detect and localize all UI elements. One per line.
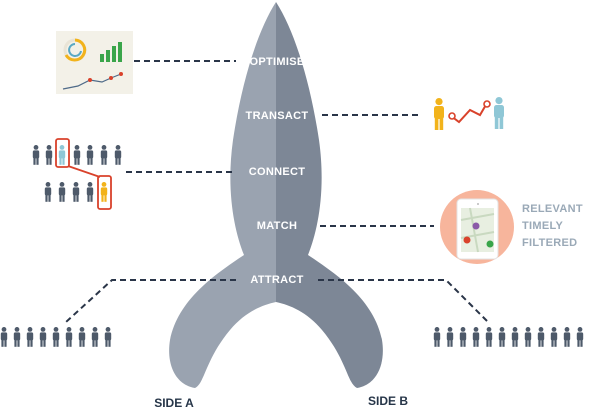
highlight-box-top xyxy=(55,138,70,168)
stage-label-connect: CONNECT xyxy=(249,166,306,178)
rocket xyxy=(169,2,383,388)
map-pin-purple-icon xyxy=(472,222,480,230)
bar-chart-icon xyxy=(100,42,122,62)
phone-map-icon xyxy=(440,190,514,264)
stage-label-match: MATCH xyxy=(257,220,297,232)
rocket-right-half xyxy=(276,2,383,388)
analytics-card xyxy=(56,31,133,94)
map-pin-green-icon xyxy=(486,240,494,248)
connectors xyxy=(65,60,489,323)
transact-group xyxy=(434,97,504,130)
side-a-crowd xyxy=(0,327,112,347)
side-b-crowd xyxy=(433,327,584,347)
stage-label-transact: TRANSACT xyxy=(246,110,309,122)
side-b-label: SIDE B xyxy=(368,394,408,408)
tag-timely: TIMELY xyxy=(522,220,563,232)
person-yellow-icon xyxy=(434,98,444,130)
map-pin-red-icon xyxy=(463,236,471,244)
highlight-box-bottom xyxy=(97,175,112,210)
transaction-link-icon xyxy=(450,102,488,124)
match-link-line xyxy=(67,165,101,178)
rocket-left-half xyxy=(169,2,276,388)
tag-filtered: FILTERED xyxy=(522,237,577,249)
person-blue-icon xyxy=(494,97,504,129)
stage-label-attract: ATTRACT xyxy=(250,274,303,286)
stage-label-optimise: OPTIMISE xyxy=(250,56,305,68)
side-a-label: SIDE A xyxy=(154,396,194,409)
connect-group xyxy=(32,138,122,210)
connector-attract-side-b xyxy=(318,279,489,323)
tag-relevant: RELEVANT xyxy=(522,203,583,215)
connector-attract-side-a xyxy=(65,279,236,323)
